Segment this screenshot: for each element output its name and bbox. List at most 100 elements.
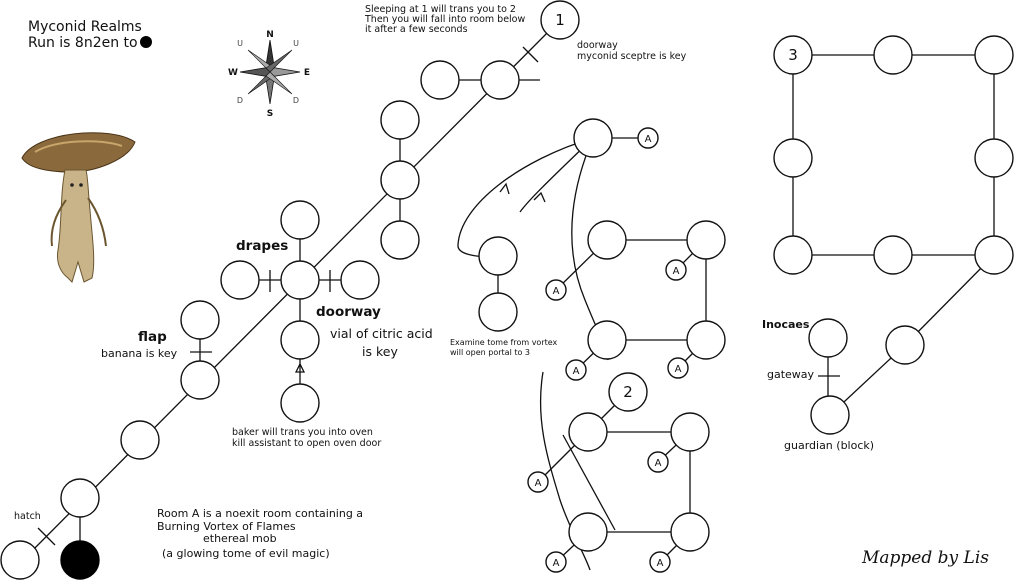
room-a-label: A [657, 558, 664, 569]
dark-room-bullet-icon [139, 36, 152, 48]
room-dark-start[interactable] [60, 540, 100, 580]
room-numbers: 1 2 3 A A A A A A A A A [535, 11, 798, 569]
room[interactable] [587, 320, 627, 360]
room[interactable] [686, 320, 726, 360]
svg-text:D: D [293, 96, 299, 105]
label-hatch: hatch [14, 511, 41, 522]
note-room-a-3: ethereal mob [203, 532, 277, 545]
room-a-label: A [573, 366, 580, 377]
room[interactable] [974, 235, 1014, 275]
room-3-label: 3 [788, 46, 798, 64]
svg-text:N: N [266, 30, 274, 40]
room-a-label: A [553, 558, 560, 569]
svg-text:U: U [237, 39, 243, 48]
room-a-label: A [553, 286, 560, 297]
label-drapes: drapes [236, 238, 289, 254]
room-a[interactable] [637, 127, 659, 149]
note-room-a-1: Room A is a noexit room containing a [157, 507, 364, 520]
room-a[interactable] [545, 279, 567, 301]
room[interactable] [380, 160, 420, 200]
room-a[interactable] [545, 551, 567, 573]
room-a-label: A [673, 266, 680, 277]
label-gateway: gateway [767, 368, 815, 381]
room[interactable] [380, 220, 420, 260]
room-3[interactable] [773, 35, 813, 75]
room[interactable] [873, 235, 913, 275]
room-guardian[interactable] [810, 395, 850, 435]
room-tome[interactable] [478, 292, 518, 332]
room[interactable] [873, 35, 913, 75]
label-flap: flap [138, 329, 167, 345]
sq2-cross [562, 434, 616, 531]
room[interactable] [420, 60, 460, 100]
room-drapes[interactable] [220, 260, 260, 300]
room-a[interactable] [649, 551, 671, 573]
room-1[interactable] [540, 0, 580, 40]
room-a[interactable] [665, 259, 687, 281]
room[interactable] [180, 360, 220, 400]
room[interactable] [974, 138, 1014, 178]
room-hatch[interactable] [0, 540, 40, 580]
room-doorway[interactable] [340, 260, 380, 300]
loop-arrow-down [533, 191, 546, 203]
room-a-label: A [655, 458, 662, 469]
label-guardian: guardian (block) [784, 439, 875, 452]
room-a-label: A [645, 134, 652, 145]
room[interactable] [380, 100, 420, 140]
room[interactable] [120, 420, 160, 460]
room[interactable] [60, 478, 100, 518]
room-a-label: A [535, 478, 542, 489]
room[interactable] [480, 60, 520, 100]
room-vortex[interactable] [478, 236, 518, 276]
note-banana-key: banana is key [101, 347, 178, 360]
room-a[interactable] [565, 359, 587, 381]
note-doorway-top: doorway [577, 40, 618, 51]
room-inocaes[interactable] [808, 318, 848, 358]
room[interactable] [974, 35, 1014, 75]
room[interactable] [773, 138, 813, 178]
hatch-mark [37, 527, 56, 546]
room[interactable] [885, 325, 925, 365]
room-flap[interactable] [180, 300, 220, 340]
note-tome-1: Examine tome from vortex [450, 338, 558, 347]
room-2-label: 2 [623, 383, 633, 401]
run-directions: Run is 8n2en to [28, 35, 152, 51]
svg-text:E: E [304, 68, 310, 78]
note-sleeping-3: it after a few seconds [365, 24, 468, 35]
room[interactable] [670, 512, 710, 552]
room-a[interactable] [647, 451, 669, 473]
room-hub[interactable] [280, 260, 320, 300]
room[interactable] [587, 220, 627, 260]
note-room-a-4: (a glowing tome of evil magic) [162, 547, 330, 560]
room-vial[interactable] [280, 320, 320, 360]
note-sceptre-key: myconid sceptre is key [577, 51, 687, 62]
mapped-by-signature: Mapped by Lis [862, 548, 989, 568]
map-title: Myconid Realms [28, 19, 142, 35]
room-vortex-top[interactable] [573, 118, 613, 158]
room[interactable] [568, 412, 608, 452]
svg-text:U: U [293, 39, 299, 48]
room-1-label: 1 [555, 11, 565, 29]
room-a[interactable] [527, 471, 549, 493]
label-inocaes: Inocaes [762, 318, 810, 331]
room-a[interactable] [667, 357, 689, 379]
note-room-a-2: Burning Vortex of Flames [157, 520, 296, 533]
room[interactable] [670, 412, 710, 452]
note-baker-2: kill assistant to open oven door [232, 438, 382, 449]
room[interactable] [568, 512, 608, 552]
room-oven[interactable] [280, 383, 320, 423]
room-2[interactable] [608, 372, 648, 412]
note-sleeping-2: Then you will fall into room below [365, 14, 526, 25]
path-vortex-loop-left [457, 137, 594, 258]
room[interactable] [773, 235, 813, 275]
doorway-mark-top [522, 46, 539, 63]
note-vial: vial of citric acid [330, 326, 433, 341]
note-vial-key: is key [362, 344, 398, 359]
note-sleeping-1: Sleeping at 1 will trans you to 2 [365, 4, 516, 15]
svg-text:W: W [228, 68, 238, 78]
room[interactable] [280, 200, 320, 240]
myconid-mushroom-icon [21, 132, 136, 283]
room[interactable] [686, 220, 726, 260]
loop-arrow-up [499, 182, 510, 195]
